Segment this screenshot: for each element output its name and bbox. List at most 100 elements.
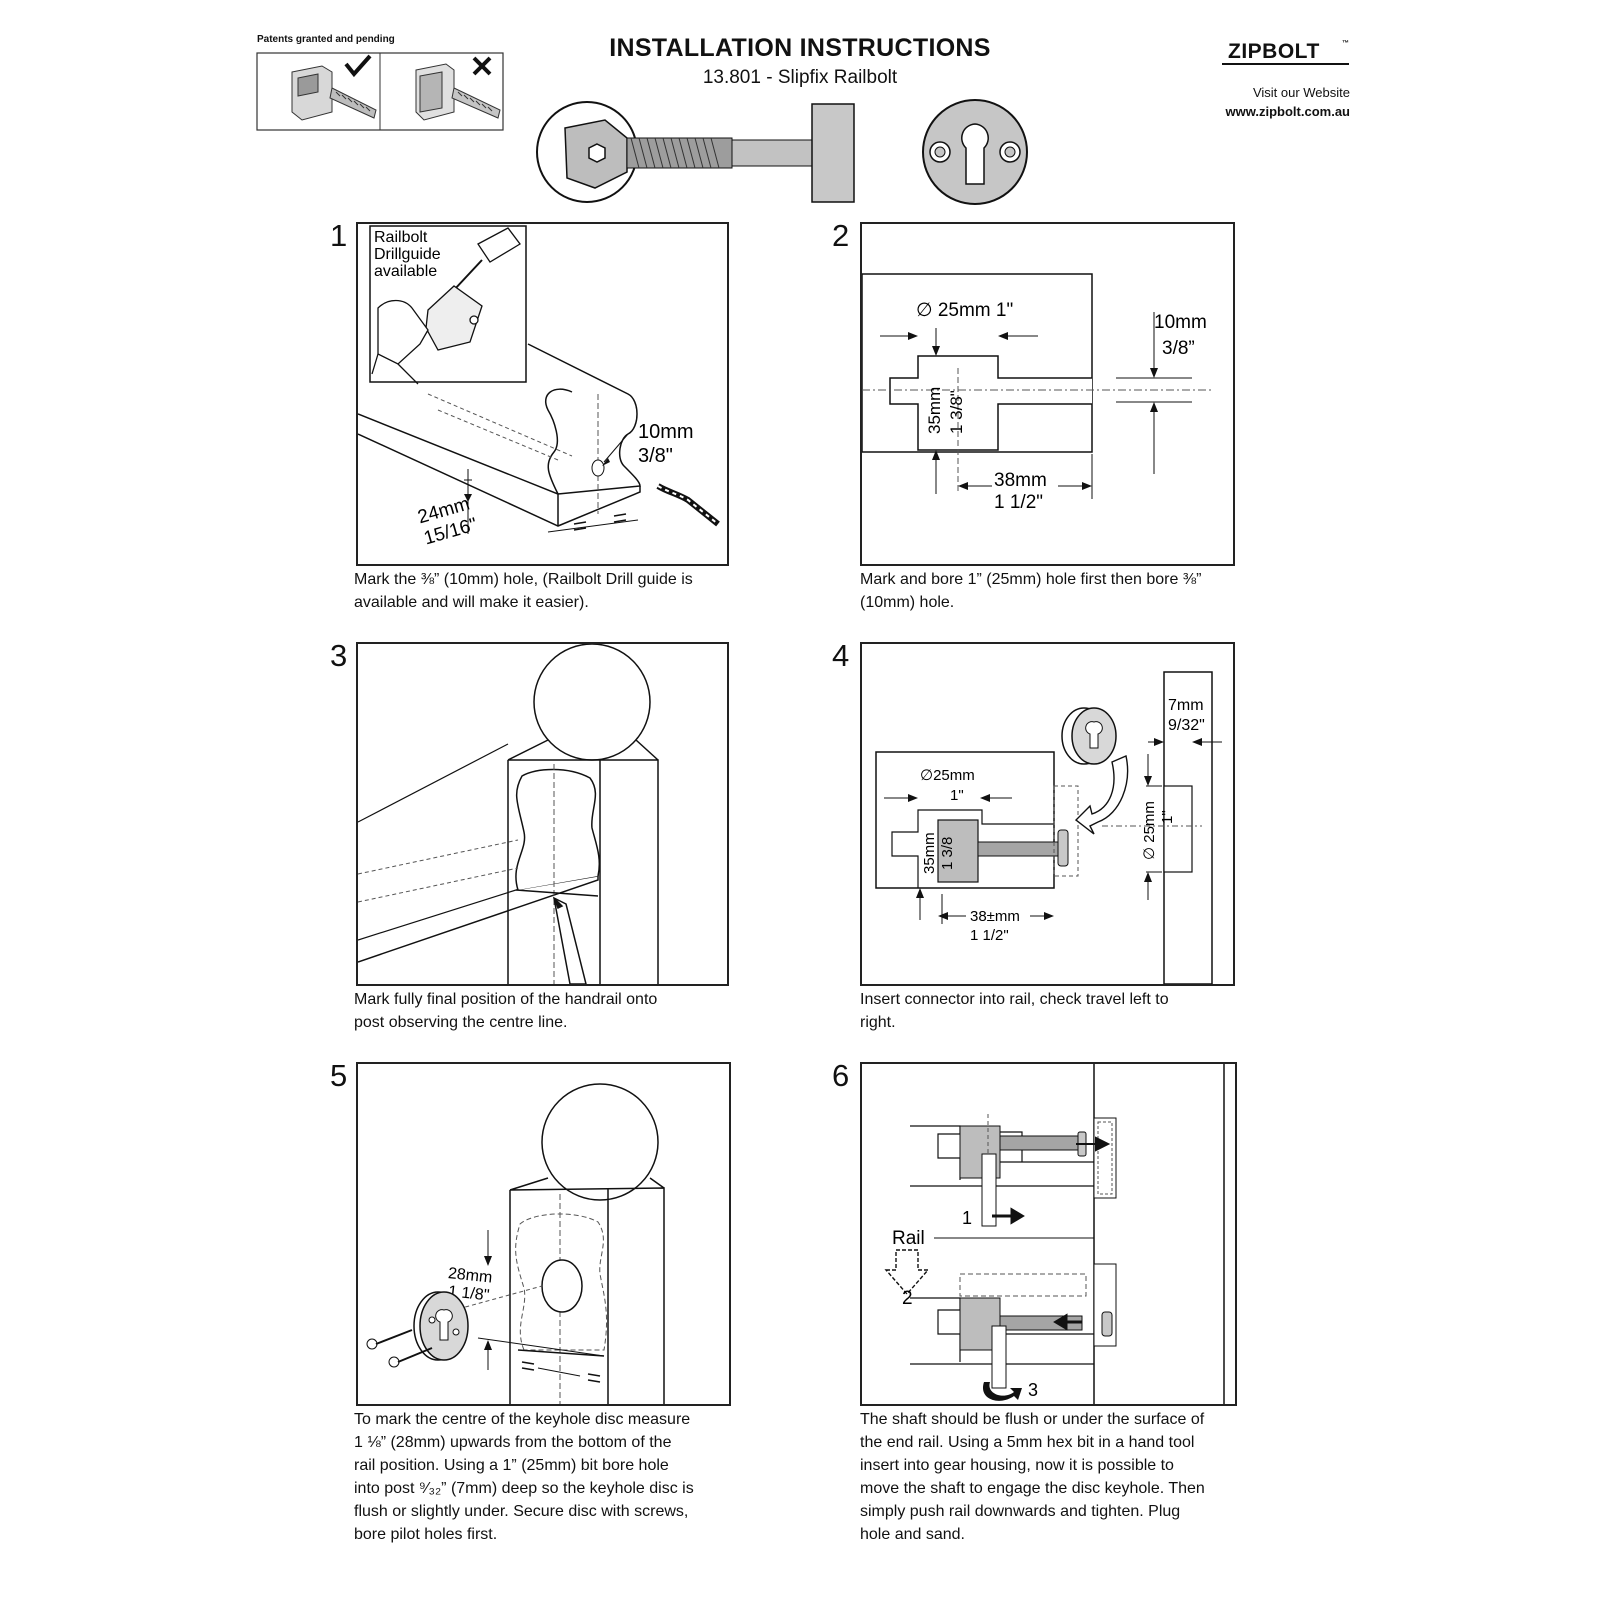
logo-underline: [1222, 63, 1349, 65]
step-2-caption-line-2: (10mm) hole.: [860, 594, 955, 611]
step-4-number: 4: [832, 638, 850, 673]
step-3-diagram: [357, 643, 659, 985]
step-2-diagram: ∅ 25mm 1" 35mm 1 3/8" 38mm 1 1/2" 10mm 3…: [861, 273, 1214, 513]
website-link[interactable]: www.zipbolt.com.au: [1225, 104, 1350, 119]
step-6-caption-line-2: the end rail. Using a 5mm hex bit in a h…: [860, 1434, 1195, 1451]
wrong-connector-image: [415, 63, 501, 121]
step-4-diagram: ∅25mm 1" 35mm 1 3/8 38±mm 1 1/2" 7mm 9/3…: [875, 671, 1222, 985]
step-3-caption-line-2: post observing the centre line.: [354, 1014, 568, 1031]
step-2-panel: ∅ 25mm 1" 35mm 1 3/8" 38mm 1 1/2" 10mm 3…: [860, 222, 1235, 566]
step-6-number: 6: [832, 1058, 850, 1093]
step-6-caption-line-4: move the shaft to engage the disc keyhol…: [860, 1480, 1205, 1497]
step-6-caption-line-1: The shaft should be flush or under the s…: [860, 1411, 1205, 1428]
step-4-dim-25mm: ∅25mm: [920, 767, 975, 784]
step-1-panel: 10mm 3/8" 24mm 15/16" Railbolt Drillguid…: [356, 222, 729, 566]
step-4-dim-7mm: 7mm: [1168, 697, 1204, 714]
step-4-dim-1-3-8: 1 3/8: [939, 837, 956, 870]
step-4-dim-v25mm: ∅ 25mm: [1141, 801, 1158, 860]
check-icon: [344, 54, 372, 78]
step-2-dim-38mm: 38mm: [994, 470, 1047, 491]
step-3-caption-line-1: Mark fully final position of the handrai…: [354, 991, 658, 1008]
zipbolt-logo: ZIPBOLT: [1228, 40, 1320, 63]
step-6-caption-line-5: simply push rail downwards and tighten. …: [860, 1503, 1181, 1520]
arrow-right-icon: [1076, 1136, 1111, 1152]
step-2-caption-line-1: Mark and bore 1” (25mm) hole first then …: [860, 571, 1202, 588]
step-2-dim-1-3-8: 1 3/8": [947, 390, 966, 434]
cross-icon: [472, 56, 492, 76]
bore-hole: [541, 1259, 583, 1313]
step-6-panel: 1 Rail 2 3: [860, 1062, 1237, 1406]
keyhole-disc-illustration: [922, 99, 1028, 205]
step-5-dim-28mm: 28mm: [447, 1265, 493, 1287]
drill-hand-icon: [371, 227, 521, 385]
step-5-caption-line-3: rail position. Using a 1” (25mm) bit bor…: [354, 1457, 669, 1474]
drillguide-label-2: Drillguide: [374, 246, 441, 263]
trademark-symbol: ™: [1342, 40, 1349, 47]
step-2-number: 2: [832, 218, 850, 253]
step-1-caption: Mark the ⅜” (10mm) hole, (Railbolt Drill…: [354, 568, 734, 614]
step-5-caption-line-6: bore pilot holes first.: [354, 1526, 498, 1543]
step-4-dim-1in: 1": [950, 787, 964, 804]
step-3-panel: [356, 642, 729, 986]
step-6-label-3: 3: [1028, 1380, 1038, 1400]
step-4-caption-line-2: right.: [860, 1014, 896, 1031]
step-1-caption-line-2: available and will make it easier).: [354, 594, 589, 611]
step-4-dim-9-32: 9/32": [1168, 717, 1205, 734]
post-cap-ball: [541, 1083, 659, 1201]
step-4-panel: ∅25mm 1" 35mm 1 3/8 38±mm 1 1/2" 7mm 9/3…: [860, 642, 1235, 986]
page-title: INSTALLATION INSTRUCTIONS: [609, 34, 991, 62]
step-6-rail-label: Rail: [892, 1228, 925, 1249]
step-6-label-1: 1: [962, 1208, 972, 1228]
step-5-caption: To mark the centre of the keyhole disc m…: [354, 1408, 739, 1546]
step-2-dim-1-1-2: 1 1/2": [994, 492, 1043, 513]
railbolt-product-illustration: [536, 101, 855, 203]
step-4-dim-1-1-2: 1 1/2": [970, 927, 1009, 944]
rotate-arrow-icon: [1074, 755, 1129, 835]
step-6-caption: The shaft should be flush or under the s…: [860, 1408, 1245, 1546]
drillguide-label-1: Railbolt: [374, 229, 428, 246]
step-3-caption: Mark fully final position of the handrai…: [354, 988, 734, 1034]
step-2-dim-35mm: 35mm: [925, 387, 944, 434]
step-5-number: 5: [330, 1058, 348, 1093]
arrow-down-icon: [884, 1249, 930, 1296]
step-4-caption-line-1: Insert connector into rail, check travel…: [860, 991, 1169, 1008]
step-1-diagram: 10mm 3/8" 24mm 15/16" Railbolt Drillguid…: [357, 225, 720, 549]
step-4-dim-v1in: 1": [1159, 810, 1176, 824]
visit-website-label: Visit our Website: [1252, 85, 1350, 100]
patent-comparison-images: [256, 52, 504, 131]
step-5-caption-line-1: To mark the centre of the keyhole disc m…: [354, 1411, 691, 1428]
step-2-side-3-8: 3/8”: [1162, 338, 1195, 359]
step-1-number: 1: [330, 218, 348, 253]
step-2-caption: Mark and bore 1” (25mm) hole first then …: [860, 568, 1245, 614]
hex-socket-icon: [588, 143, 606, 163]
post-cap-ball: [533, 643, 651, 761]
correct-connector-image: [291, 65, 377, 121]
step-5-caption-line-4: into post ⁹⁄₃₂” (7mm) deep so the keyhol…: [354, 1480, 694, 1497]
step-5-caption-line-5: flush or slightly under. Secure disc wit…: [354, 1503, 689, 1520]
step-4-caption: Insert connector into rail, check travel…: [860, 988, 1240, 1034]
step-5-diagram: 28mm 1 1/8": [366, 1083, 665, 1404]
step-6-diagram: 1 Rail 2 3: [884, 1064, 1225, 1404]
step-6-caption-line-6: hole and sand.: [860, 1526, 965, 1543]
step-3-number: 3: [330, 638, 348, 673]
step-5-panel: 28mm 1 1/8": [356, 1062, 731, 1406]
step-1-caption-line-1: Mark the ⅜” (10mm) hole, (Railbolt Drill…: [354, 571, 693, 588]
pencil-icon: [552, 896, 587, 985]
patent-label: Patents granted and pending: [257, 34, 395, 45]
product-subtitle: 13.801 - Slipfix Railbolt: [702, 67, 898, 88]
screw-icon: [366, 1329, 433, 1368]
step-6-label-2: 2: [902, 1288, 913, 1309]
arrow-left-icon: [1053, 1313, 1082, 1331]
step-5-caption-line-2: 1 ⅛” (28mm) upwards from the bottom of t…: [354, 1434, 672, 1451]
keyhole-icon: [961, 123, 989, 185]
drillguide-label-3: available: [374, 263, 437, 280]
step-2-side-10mm: 10mm: [1154, 312, 1207, 333]
rotate-arrow-icon: [982, 1382, 1022, 1401]
step-6-caption-line-3: insert into gear housing, now it is poss…: [860, 1457, 1174, 1474]
step-2-dim-diameter: ∅ 25mm 1": [916, 300, 1013, 321]
step-1-dim-3-8: 3/8": [638, 445, 673, 467]
step-4-dim-35mm: 35mm: [921, 832, 938, 874]
arrow-right-icon: [992, 1207, 1025, 1225]
step-4-dim-38mm: 38±mm: [970, 908, 1020, 925]
step-1-dim-10mm: 10mm: [638, 421, 694, 443]
